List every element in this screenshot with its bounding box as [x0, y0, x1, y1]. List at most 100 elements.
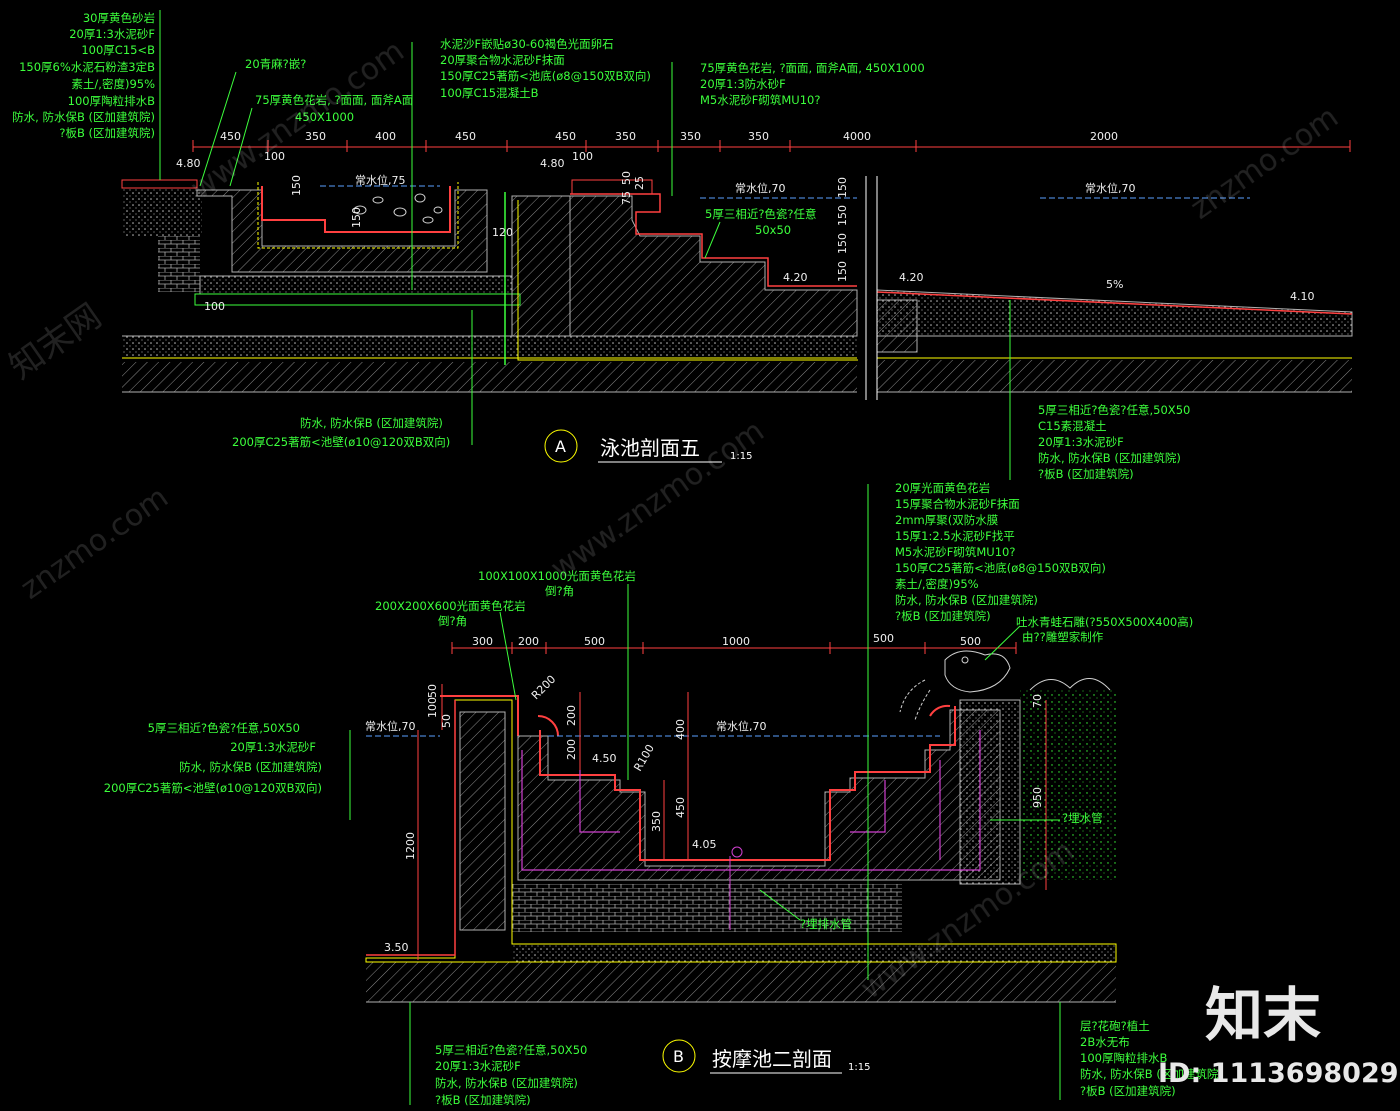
dim-a-8: 4000 — [843, 130, 871, 143]
watermark-id: ID: 1113698029 — [1158, 1058, 1399, 1089]
note-a-br-1: C15素混凝土 — [1038, 419, 1107, 433]
note-b-drain: ?埋排水管 — [800, 917, 852, 931]
pool-floor — [876, 289, 1353, 337]
vdim-b-0: 50 — [426, 684, 439, 698]
dim-a-7: 350 — [748, 130, 769, 143]
section-b-title: 按摩池二剖面 — [712, 1047, 832, 1071]
note-b-left-2: 防水, 防水保B (区加建筑院) — [179, 760, 322, 774]
section-a-tag-circle — [544, 429, 578, 463]
note-b-frog2: 由??雕塑家制作 — [1022, 630, 1104, 644]
stepdim-a-0: 150 — [836, 177, 849, 198]
subdim-a-5: 100 — [204, 300, 225, 313]
pool-waterproof — [517, 200, 858, 361]
section-a-scale: 1:15 — [730, 451, 752, 462]
vdim-b-4: 200 — [565, 739, 578, 760]
note-b-bottom-0: 5厚三相近?色瓷?任意,50X50 — [435, 1043, 587, 1057]
note-a-tile-size: 50x50 — [755, 223, 791, 237]
level-b-1: 4.05 — [692, 838, 717, 851]
note-b-top-2: 2mm厚聚(双防水膜 — [895, 513, 998, 527]
vdim-b-1: 100 — [426, 697, 439, 718]
section-b: 300 200 500 1000 500 500 50 100 50 200 2… — [104, 481, 1223, 1107]
note-b-frog: 吐水青蛙石雕(?550X500X400高) — [1016, 615, 1193, 629]
note-b-top-4: M5水泥砂F砌筑MU10? — [895, 545, 1015, 559]
note-a-right-2: M5水泥砂F砌筑MU10? — [700, 93, 820, 107]
water-level-b1: 常水位,70 — [716, 719, 767, 733]
water-level-a3: 常水位,70 — [1085, 181, 1136, 195]
section-a-title: 泳池剖面五 — [600, 436, 700, 460]
section-b-tag: B — [673, 1047, 684, 1066]
vdim-b-9: 950 — [1031, 787, 1044, 808]
water-level-a2: 常水位,70 — [735, 181, 786, 195]
vdim-b-8: 1200 — [404, 832, 417, 860]
note-b-200: 200X200X600光面黄色花岩 — [375, 599, 526, 613]
note-a-bottom-1: 200厚C25著筋<池壁(ø10@120双B双向) — [232, 435, 450, 449]
note-b-100: 100X100X1000光面黄色花岩 — [478, 569, 636, 583]
note-b-br-0: 层?花砲?植土 — [1080, 1019, 1150, 1033]
vdim-b-5: 400 — [674, 719, 687, 740]
note-b-br-1: 2B水无布 — [1080, 1035, 1130, 1049]
note-a-right-1: 20厚1:3防水砂F — [700, 77, 786, 91]
note-a-left-7: ?板B (区加建筑院) — [59, 126, 155, 140]
note-a-pebble-0: 水泥沙F嵌贴ø30-60褐色光面卵石 — [440, 37, 614, 51]
slope-a: 5% — [1106, 278, 1123, 291]
pool-wall — [511, 195, 571, 337]
frog-sculpture — [899, 650, 1011, 721]
section-b-tag-circle — [662, 1039, 696, 1073]
note-a-left-0: 30厚黄色砂岩 — [83, 11, 155, 25]
level-b-2: 3.50 — [384, 941, 409, 954]
water-level-a1: 常水位,75 — [355, 173, 406, 187]
note-b-top-8: ?板B (区加建筑院) — [895, 609, 991, 623]
dim-a-6: 350 — [680, 130, 701, 143]
note-b-bottom-1: 20厚1:3水泥砂F — [435, 1059, 521, 1073]
note-a-br-2: 20厚1:3水泥砂F — [1038, 435, 1124, 449]
level-b-0: 4.50 — [592, 752, 617, 765]
level-a-1: 4.80 — [540, 157, 565, 170]
note-a-pebble-1: 20厚聚合物水泥砂F抹面 — [440, 53, 565, 67]
dim-b-5: 500 — [960, 635, 981, 648]
dim-a-9: 2000 — [1090, 130, 1118, 143]
vdim-b-3: 200 — [565, 705, 578, 726]
note-b-br-4: ?板B (区加建筑院) — [1080, 1084, 1176, 1098]
note-a-pebble-3: 100厚C15混凝土B — [440, 86, 539, 100]
note-a-stone-size: 450X1000 — [295, 110, 354, 124]
dim-a-5: 350 — [615, 130, 636, 143]
watermark-site-4: znzmo.com — [15, 480, 175, 607]
subdim-a-0: 100 — [264, 150, 285, 163]
note-a-left-2: 100厚C15<B — [81, 43, 155, 57]
section-a-tag: A — [555, 437, 566, 456]
note-a-br-3: 防水, 防水保B (区加建筑院) — [1038, 451, 1181, 465]
dim-a-4: 450 — [555, 130, 576, 143]
vdim-b-10: 70 — [1031, 694, 1044, 708]
note-a-stone: 75厚黄色花岩, ?面面, 面斧A面 — [255, 93, 413, 107]
note-a-tile: 5厚三相近?色瓷?任意 — [705, 207, 817, 221]
note-b-left-3: 200厚C25著筋<池壁(ø10@120双B双向) — [104, 781, 322, 795]
step-tiles — [570, 193, 857, 287]
subdim-a-1: 100 — [572, 150, 593, 163]
base-gravel — [122, 336, 857, 358]
pebble-pool-wall — [196, 189, 488, 273]
dim-a-1: 350 — [305, 130, 326, 143]
pebbles — [353, 193, 443, 224]
b-brick-layer — [512, 884, 902, 932]
note-a-bottom-0: 防水, 防水保B (区加建筑院) — [300, 416, 443, 430]
stepdim-a-1: 150 — [836, 205, 849, 226]
b-base-concrete — [366, 962, 1116, 1002]
watermark-brand: 知末 — [1205, 981, 1321, 1049]
note-a-pebble-2: 150厚C25著筋<池底(ø8@150双B双向) — [440, 69, 651, 83]
b-base-gravel — [512, 944, 1116, 962]
section-a: 450 350 400 450 450 350 350 350 4000 200… — [12, 10, 1353, 481]
dim-b-0: 300 — [472, 635, 493, 648]
note-b-left-1: 20厚1:3水泥砂F — [230, 740, 316, 754]
level-a-3: 4.20 — [899, 271, 924, 284]
note-b-top-3: 15厚1:2.5水泥砂F找平 — [895, 529, 1015, 543]
dim-b-1: 200 — [518, 635, 539, 648]
stepdim-a-3: 150 — [836, 261, 849, 282]
subdim-a-3: 150 — [350, 207, 363, 228]
level-a-4: 4.10 — [1290, 290, 1315, 303]
note-a-left-6: 防水, 防水保B (区加建筑院) — [12, 110, 155, 124]
dim-b-2: 500 — [584, 635, 605, 648]
section-b-scale: 1:15 — [848, 1062, 870, 1073]
dim-a-2: 400 — [375, 130, 396, 143]
note-a-gap: 20青麻?嵌? — [245, 57, 306, 71]
radius-b-0: R200 — [529, 673, 558, 702]
